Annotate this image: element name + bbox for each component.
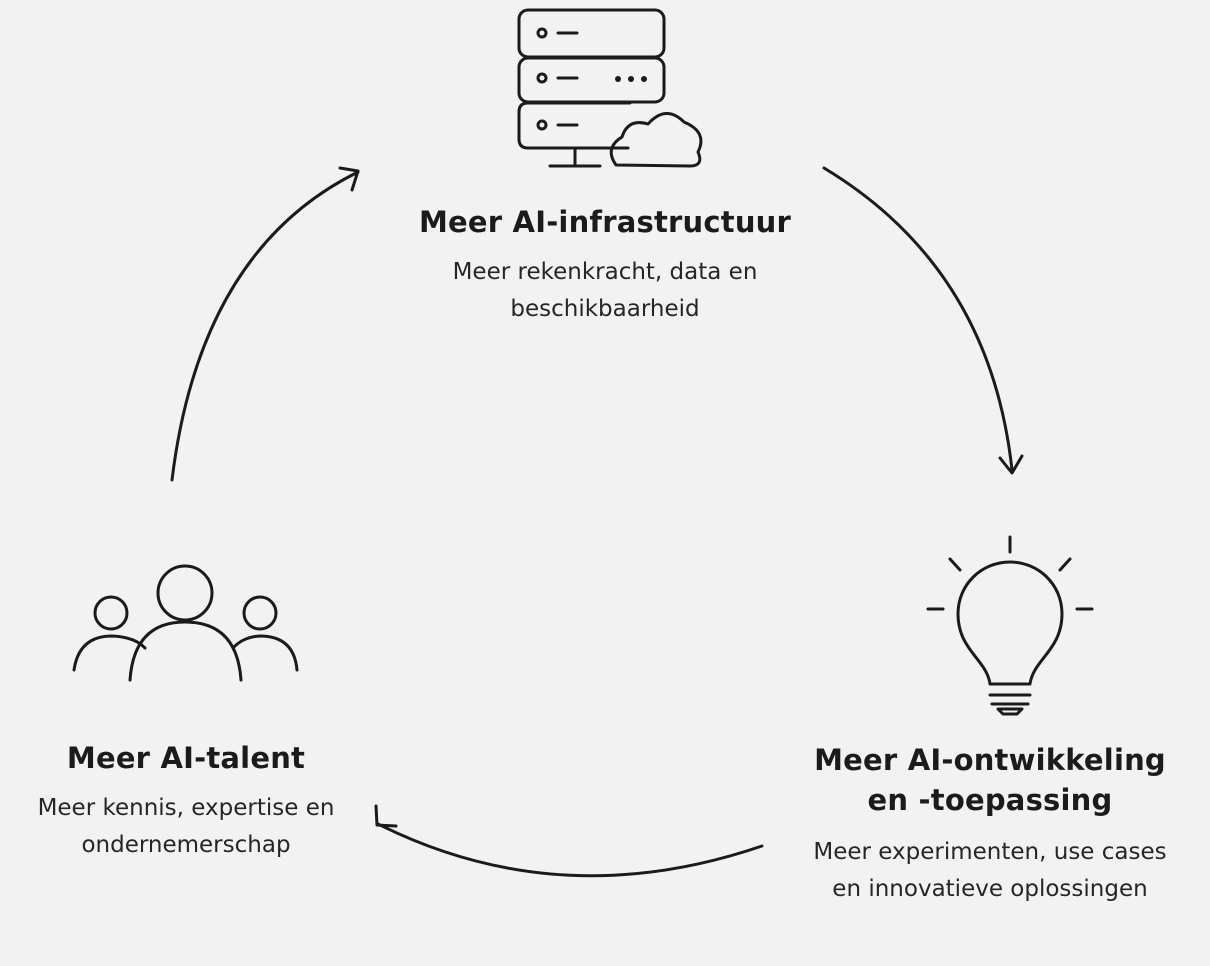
talent-description: Meer kennis, expertise en ondernemerscha… bbox=[0, 790, 372, 864]
server-cloud-icon bbox=[517, 8, 703, 168]
development-title-line2: en -toepassing bbox=[867, 783, 1113, 817]
development-description: Meer experimenten, use cases en innovati… bbox=[770, 834, 1210, 908]
development-title: Meer AI-ontwikkeling en -toepassing bbox=[770, 740, 1210, 820]
arrow-talent-to-infra bbox=[170, 166, 360, 482]
infrastructure-desc-line2: beschikbaarheid bbox=[510, 296, 700, 322]
infrastructure-description: Meer rekenkracht, data en beschikbaarhei… bbox=[355, 254, 855, 328]
people-group-icon bbox=[72, 564, 299, 682]
development-desc-line1: Meer experimenten, use cases bbox=[813, 839, 1167, 865]
arrow-infra-to-dev bbox=[822, 166, 1024, 475]
development-desc-line2: en innovatieve oplossingen bbox=[832, 876, 1148, 902]
infrastructure-title: Meer AI-infrastructuur bbox=[418, 205, 792, 239]
lightbulb-icon bbox=[926, 535, 1094, 716]
dots-icon bbox=[615, 76, 647, 82]
development-title-line1: Meer AI-ontwikkeling bbox=[814, 743, 1166, 777]
talent-desc-line1: Meer kennis, expertise en bbox=[37, 795, 335, 821]
talent-desc-line2: ondernemerschap bbox=[81, 832, 291, 858]
talent-title: Meer AI-talent bbox=[66, 741, 306, 775]
node-talent: Meer AI-talent Meer kennis, expertise en… bbox=[0, 738, 372, 864]
node-development: Meer AI-ontwikkeling en -toepassing Meer… bbox=[770, 740, 1210, 908]
infrastructure-desc-line1: Meer rekenkracht, data en bbox=[452, 259, 758, 285]
arrow-dev-to-talent bbox=[374, 804, 764, 878]
node-infrastructure: Meer AI-infrastructuur Meer rekenkracht,… bbox=[355, 202, 855, 328]
